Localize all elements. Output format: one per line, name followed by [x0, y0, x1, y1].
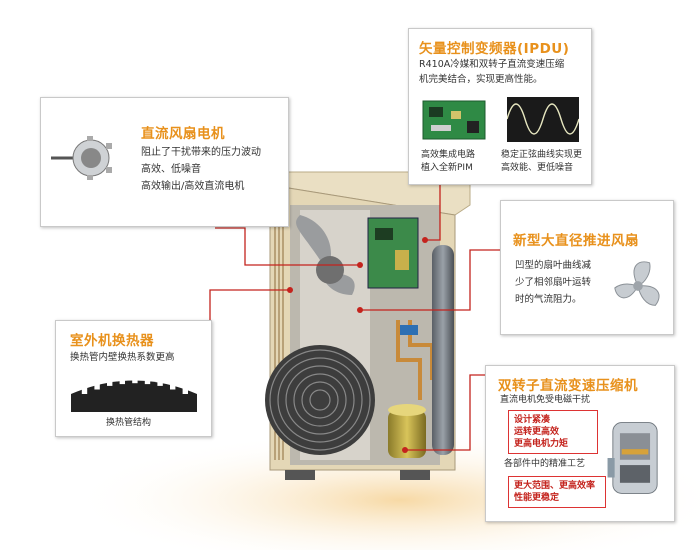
- fan-motor-card: 直流风扇电机 阻止了干扰带来的压力波动 高效、低噪音 高效输出/高效直流电机: [40, 97, 289, 227]
- compressor-cutaway-image: [607, 422, 658, 494]
- fan-motor-icon: [51, 136, 112, 180]
- ipdu-caption-left: 高效集成电路 植入全新PIM: [421, 150, 476, 173]
- pcb-image: [422, 100, 486, 140]
- ipdu-title: 矢量控制变频器(IPDU): [419, 41, 570, 57]
- compressor-card: 双转子直流变速压缩机 直流电机免受电磁干扰 设计紧凑 运转更高效 更高电机力矩 …: [485, 365, 675, 522]
- fan-motor-lines: 阻止了干扰带来的压力波动 高效、低噪音 高效输出/高效直流电机: [141, 147, 261, 192]
- compressor-title: 双转子直流变速压缩机: [498, 378, 638, 394]
- heat-exchanger-title: 室外机换热器: [70, 333, 154, 349]
- tube-structure-image: [71, 376, 197, 412]
- ipdu-card: 矢量控制变频器(IPDU) R410A冷媒和双转子直流变速压缩 机完美结合，实现…: [408, 28, 592, 185]
- fan-motor-title: 直流风扇电机: [141, 126, 225, 142]
- heat-exchanger-subtitle: 换热管内壁换热系数更高: [70, 352, 175, 363]
- compressor-box-1: 设计紧凑 运转更高效 更高电机力矩: [508, 410, 598, 454]
- heat-exchanger-caption: 换热管结构: [106, 418, 152, 428]
- fan-lines: 凹型的扇叶曲线减 少了相邻扇叶运转 时的气流阻力。: [515, 260, 592, 305]
- compressor-subtitle: 直流电机免受电磁干扰: [500, 395, 591, 405]
- ipdu-caption-right: 稳定正弦曲线实现更 高效能、更低噪音: [501, 150, 583, 173]
- heat-exchanger-card: 室外机换热器 换热管内壁换热系数更高 换热管结构: [55, 320, 212, 437]
- fan-title: 新型大直径推进风扇: [513, 233, 639, 249]
- compressor-middle: 各部件中的精准工艺: [504, 459, 586, 469]
- ipdu-desc: R410A冷媒和双转子直流变速压缩 机完美结合，实现更高性能。: [419, 59, 565, 85]
- sine-wave-image: [507, 97, 579, 142]
- fan-blade-icon: [614, 261, 660, 306]
- compressor-box-2: 更大范围、更高效率 性能更稳定: [508, 476, 606, 508]
- fan-card: 新型大直径推进风扇 凹型的扇叶曲线减 少了相邻扇叶运转 时的气流阻力。: [500, 200, 674, 335]
